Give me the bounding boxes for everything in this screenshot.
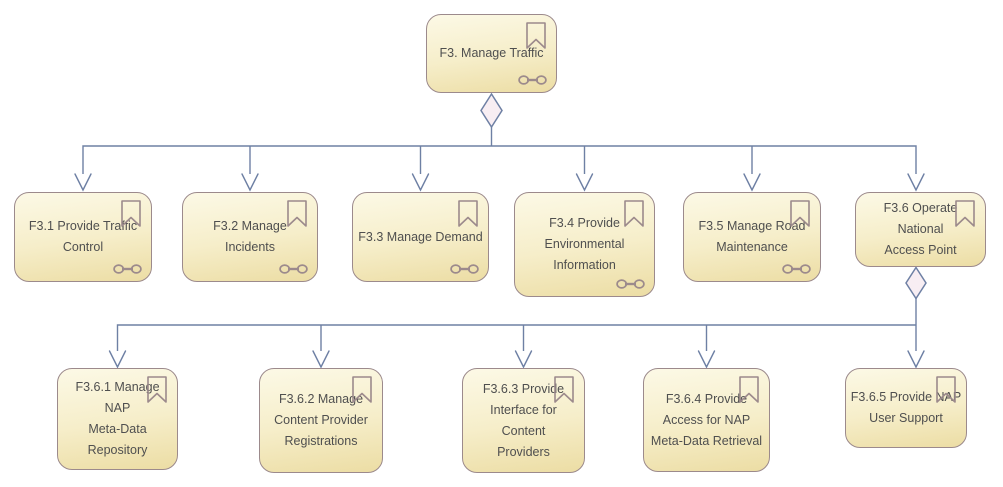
open-arrow-icon [312, 350, 330, 369]
node-f3-6-4-provide-access-for-nap-meta-data-retrieval[interactable]: F3.6.4 Provide Access for NAP Meta-Data … [643, 368, 770, 472]
bookmark-icon [352, 376, 372, 403]
connector-bus-tier1 [82, 145, 917, 174]
open-arrow-icon [575, 173, 594, 192]
node-f3-manage-traffic[interactable]: F3. Manage Traffic [426, 14, 557, 93]
node-label: F3.3 Manage Demand [358, 229, 483, 244]
bookmark-icon [526, 22, 546, 49]
bookmark-icon [624, 200, 644, 227]
bookmark-icon [287, 200, 307, 227]
node-label: F3.6.3 Provide Interface for Content Pro… [482, 381, 565, 459]
node-label: F3.6.4 Provide Access for NAP Meta-Data … [650, 391, 763, 448]
node-f3-2-manage-incidents[interactable]: F3.2 Manage Incidents [182, 192, 318, 282]
node-f3-6-3-provide-interface-for-content-providers[interactable]: F3.6.3 Provide Interface for Content Pro… [462, 368, 585, 473]
open-arrow-icon [241, 173, 259, 192]
open-arrow-icon [907, 173, 925, 192]
bookmark-icon [739, 376, 759, 403]
bookmark-icon [554, 376, 574, 403]
open-arrow-icon [907, 350, 925, 369]
node-label: F3.6.2 Manage Content Provider Registrat… [274, 392, 368, 448]
node-label: F3.5 Manage Road Maintenance [698, 219, 806, 254]
open-arrow-icon [108, 350, 127, 369]
chain-link-icon [782, 264, 811, 274]
chain-link-icon [450, 264, 479, 274]
node-label: F3.4 Provide Environmental Information [544, 216, 625, 272]
open-arrow-icon [411, 173, 430, 192]
bookmark-icon [147, 376, 167, 403]
chain-link-icon [279, 264, 308, 274]
node-f3-3-manage-demand[interactable]: F3.3 Manage Demand [352, 192, 489, 282]
open-arrow-icon [514, 350, 533, 369]
node-label: F3.2 Manage Incidents [213, 219, 287, 254]
bookmark-icon [936, 376, 956, 403]
bookmark-icon [790, 200, 810, 227]
node-f3-4-provide-environmental-information[interactable]: F3.4 Provide Environmental Information [514, 192, 655, 297]
chain-link-icon [113, 264, 142, 274]
node-f3-6-1-manage-nap-meta-data-repository[interactable]: F3.6.1 Manage NAP Meta-Data Repository [57, 368, 178, 470]
open-arrow-icon [697, 350, 716, 369]
open-arrow-icon [74, 173, 92, 192]
node-f3-5-manage-road-maintenance[interactable]: F3.5 Manage Road Maintenance [683, 192, 821, 282]
open-arrow-icon [743, 173, 761, 192]
chain-link-icon [616, 279, 645, 289]
bookmark-icon [458, 200, 478, 227]
node-label: F3.6 Operate National Access Point [883, 201, 958, 257]
node-f3-6-2-manage-content-provider-registrations[interactable]: F3.6.2 Manage Content Provider Registrat… [259, 368, 383, 473]
chain-link-icon [518, 75, 547, 85]
bookmark-icon [121, 200, 141, 227]
aggregation-diamond-f3 [480, 92, 503, 129]
aggregation-diamond-f36 [905, 266, 927, 300]
node-f3-6-5-provide-nap-user-support[interactable]: F3.6.5 Provide NAP User Support [845, 368, 967, 448]
connector-bus-tier2 [116, 324, 916, 351]
bookmark-icon [955, 200, 975, 227]
node-label: F3. Manage Traffic [439, 46, 544, 60]
node-label: F3.1 Provide Traffic Control [28, 219, 138, 254]
node-f3-6-operate-national-access-point[interactable]: F3.6 Operate National Access Point [855, 192, 986, 267]
node-f3-1-provide-traffic-control[interactable]: F3.1 Provide Traffic Control [14, 192, 152, 282]
